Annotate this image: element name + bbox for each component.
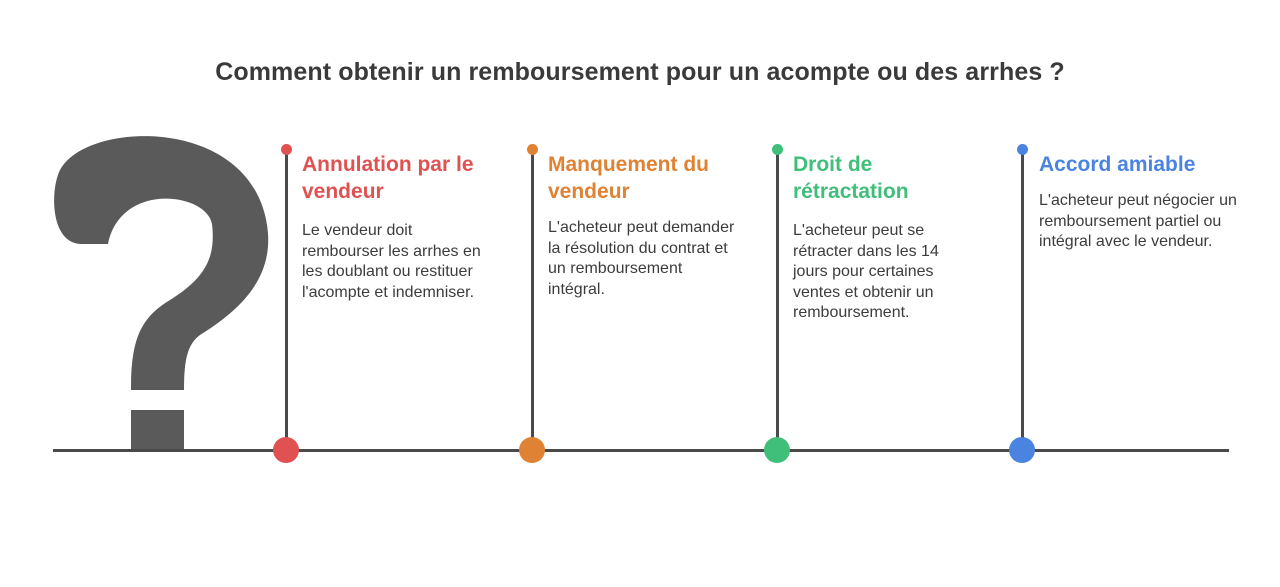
step-description-3: L'acheteur peut se rétracter dans les 14… (793, 222, 939, 321)
step-title-1: Annulation par le vendeur (302, 153, 474, 203)
timeline-stem-1 (285, 150, 288, 450)
timeline-node-2 (519, 437, 545, 463)
timeline-top-marker-4 (1017, 144, 1028, 155)
step-description-1: Le vendeur doit rembourser les arrhes en… (302, 222, 481, 301)
timeline-node-1 (273, 437, 299, 463)
diagram-title: Comment obtenir un remboursement pour un… (215, 58, 1065, 86)
timeline-top-marker-1 (281, 144, 292, 155)
timeline-axis (53, 449, 1229, 452)
question-mark-icon (54, 136, 269, 450)
timeline-stem-2 (531, 150, 534, 450)
timeline-stem-3 (776, 150, 779, 450)
step-description-4: L'acheteur peut négocier un remboursemen… (1039, 192, 1237, 250)
timeline-stem-4 (1021, 150, 1024, 450)
timeline-node-3 (764, 437, 790, 463)
step-description-2: L'acheteur peut demander la résolution d… (548, 219, 735, 298)
step-title-3: Droit de rétractation (793, 153, 909, 203)
step-title-4: Accord amiable (1039, 153, 1196, 176)
timeline-top-marker-3 (772, 144, 783, 155)
timeline-node-4 (1009, 437, 1035, 463)
timeline-top-marker-2 (527, 144, 538, 155)
step-title-2: Manquement du vendeur (548, 153, 709, 203)
